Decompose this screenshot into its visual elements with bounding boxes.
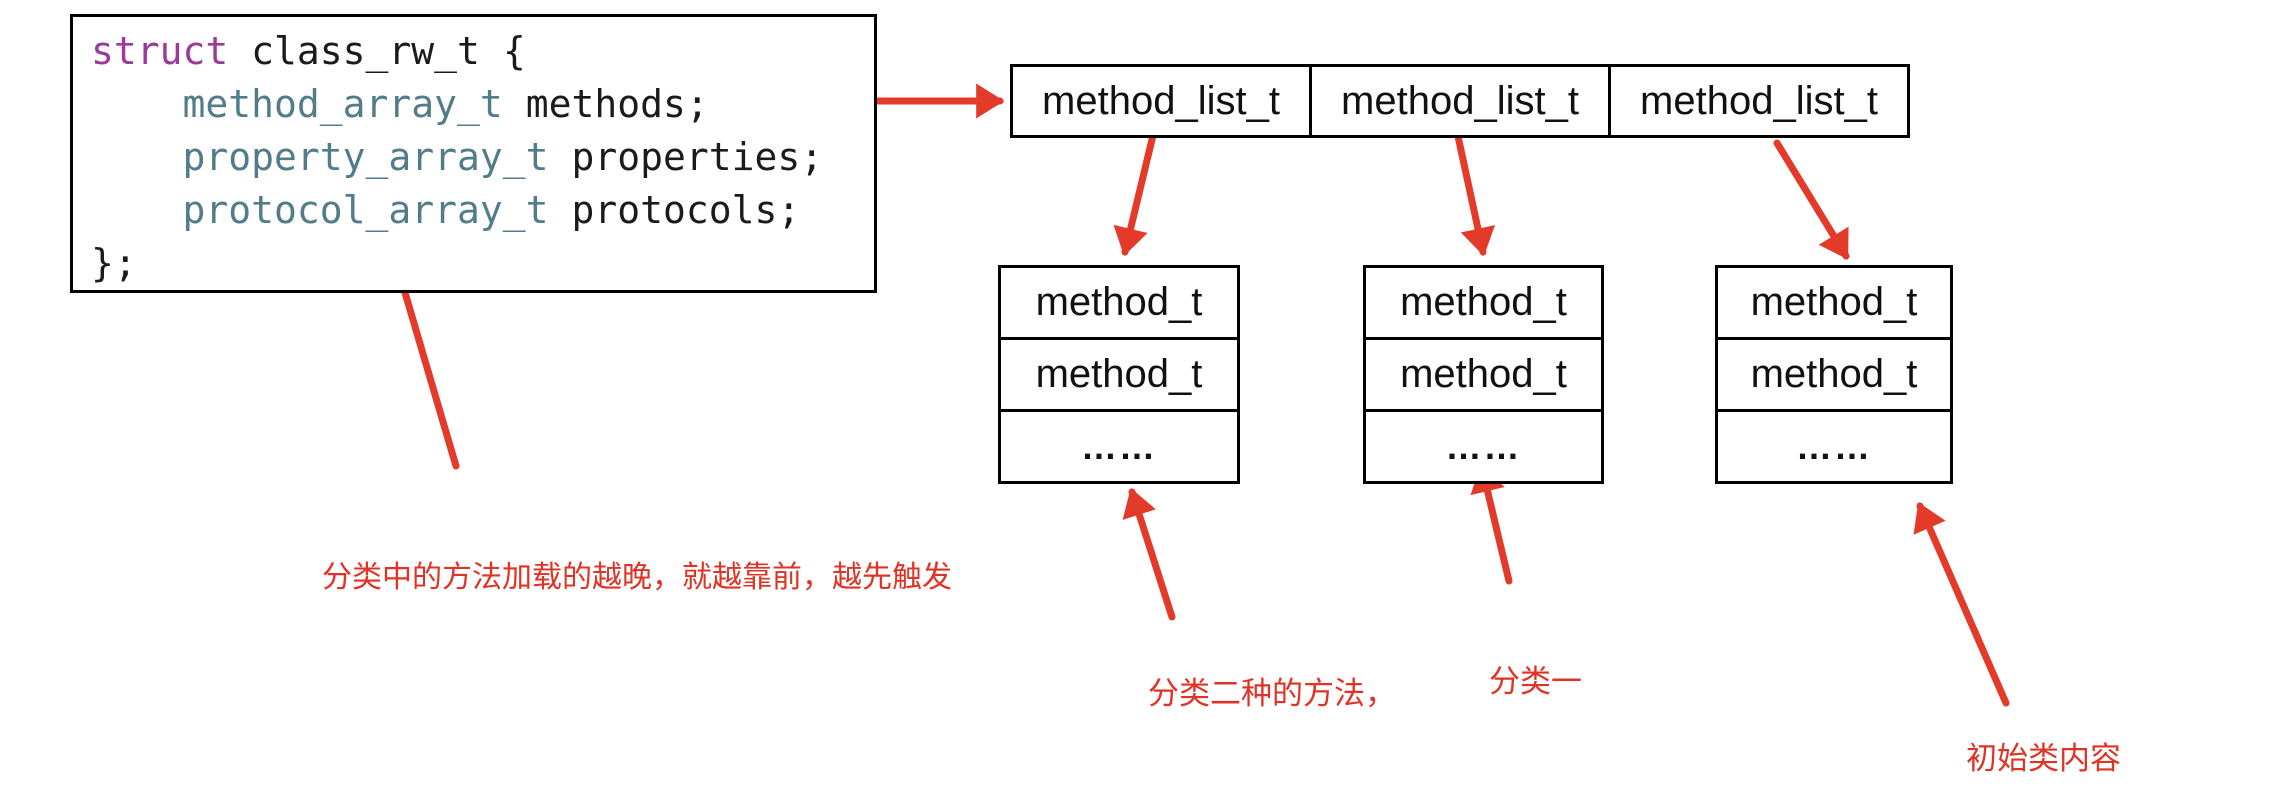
code-text: class_rw_t { (228, 29, 526, 73)
arrow-method-list-2-to-table-2 (1452, 123, 1496, 257)
code-block: struct class_rw_t { method_array_t metho… (73, 17, 874, 290)
method-list-cell-1: method_list_t (1042, 78, 1280, 123)
code-text: }; (91, 241, 137, 285)
code-line: protocol_array_t protocols; (91, 184, 874, 237)
method-table-row: method_t (1366, 337, 1601, 409)
method-table-1: method_t method_t …… (998, 265, 1240, 484)
code-text: methods; (502, 82, 709, 126)
annotation-category-one: 分类一 (1489, 664, 1582, 699)
annotation-initial-class-content: 初始类内容 (1966, 741, 2121, 776)
code-type: method_array_t (91, 82, 503, 126)
class-rw-t-code-box: struct class_rw_t { method_array_t metho… (70, 14, 877, 293)
code-line: }; (91, 237, 874, 290)
annotation-category-load-order: 分类中的方法加载的越晚，就越靠前，越先触发 (322, 561, 952, 594)
code-line: struct class_rw_t { (91, 25, 874, 78)
code-type: protocol_array_t (91, 188, 549, 232)
method-table-row: method_t (1718, 337, 1950, 409)
code-line: method_array_t methods; (91, 78, 874, 131)
annotation-category-two-methods: 分类二种的方法， (1148, 676, 1396, 711)
arrow-note-3-to-table-2 (1470, 463, 1513, 585)
method-table-ellipsis-row: …… (1718, 409, 1950, 481)
method-table-row: method_t (1035, 280, 1203, 324)
method-list-cell-3: method_list_t (1608, 67, 1907, 135)
arrow-method-list-3-to-table-3 (1773, 139, 1850, 260)
arrow-note-4-to-table-3 (1913, 502, 2010, 707)
code-text: protocols; (548, 188, 801, 232)
code-text: properties; (548, 135, 824, 179)
method-table-row: method_t (1400, 280, 1567, 324)
arrow-note-2-to-table-1 (1122, 487, 1176, 621)
method-table-row: method_t (1750, 280, 1918, 324)
method-table-2: method_t method_t …… (1363, 265, 1604, 484)
method-table-ellipsis-row: …… (1366, 409, 1601, 481)
code-line: property_array_t properties; (91, 131, 874, 184)
code-type: property_array_t (91, 135, 549, 179)
method-table-ellipsis-row: …… (1001, 409, 1237, 481)
code-keyword: struct (91, 29, 229, 73)
arrow-method-list-1-to-table-1 (1113, 123, 1159, 257)
method-table-3: method_t method_t …… (1715, 265, 1953, 484)
method-table-row: method_t (1001, 337, 1237, 409)
method-list-cell-2: method_list_t (1309, 67, 1608, 135)
method-list-row: method_list_t method_list_t method_list_… (1010, 64, 1910, 138)
